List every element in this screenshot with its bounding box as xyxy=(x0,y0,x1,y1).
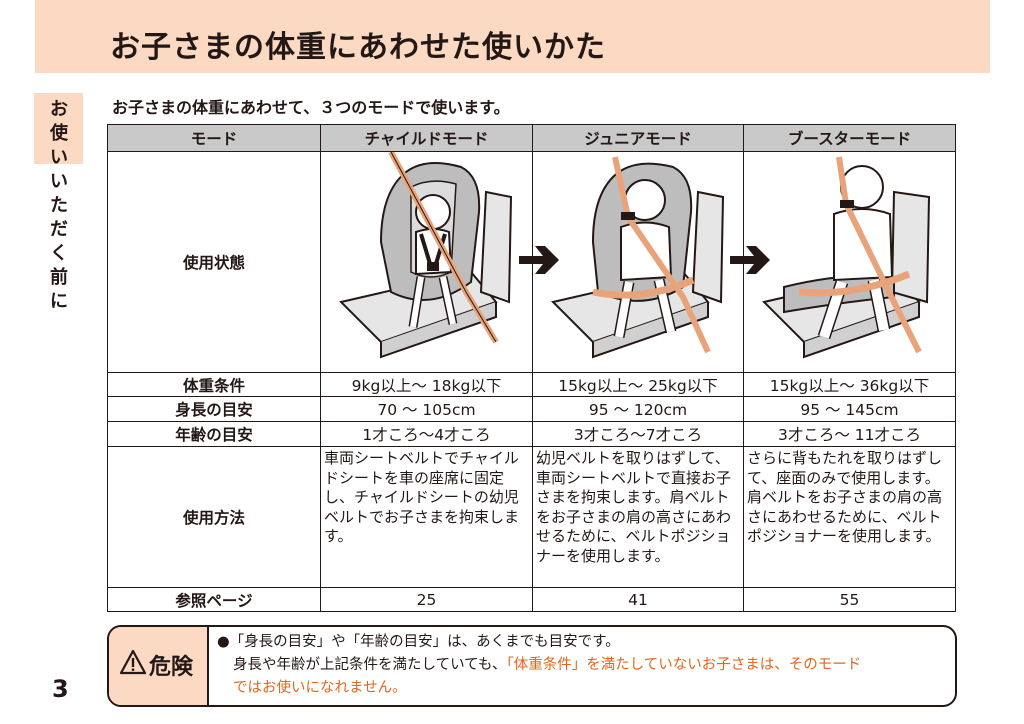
ref-page-child: 25 xyxy=(320,587,533,612)
page-number: 3 xyxy=(52,675,69,703)
danger-text: ●「身長の目安」や「年齢の目安」は、あくまでも目安です。 身長や年齢が上記条件を… xyxy=(217,631,947,700)
danger-line-2: 身長や年齢が上記条件を満たしていても、「体重条件」を満たしていないお子さまは、そ… xyxy=(217,654,947,677)
row-label-usage-state: 使用状態 xyxy=(107,151,321,373)
mode-table: モード チャイルドモード ジュニアモード ブースターモード 使用状態 xyxy=(107,124,956,612)
table-row-usage-state: 使用状態 xyxy=(107,150,956,373)
ref-page-booster: 55 xyxy=(743,587,956,612)
page-title: お子さまの体重にあわせた使いかた xyxy=(110,30,606,65)
method-child: 車両シートベルトでチャイルドシートを車の座席に固定し、チャイルドシートの幼児ベル… xyxy=(320,446,533,588)
danger-line-1: ●「身長の目安」や「年齢の目安」は、あくまでも目安です。 xyxy=(217,634,620,650)
table-row-method: 使用方法 車両シートベルトでチャイルドシートを車の座席に固定し、チャイルドシート… xyxy=(107,446,956,588)
ref-page-junior: 41 xyxy=(532,587,744,612)
header-child-mode: チャイルドモード xyxy=(320,124,533,152)
booster-mode-illustration xyxy=(743,151,956,373)
header-booster-mode: ブースターモード xyxy=(743,124,956,152)
row-label-weight: 体重条件 xyxy=(107,372,321,397)
header-mode: モード xyxy=(107,124,321,152)
danger-label: 危険 xyxy=(149,655,194,680)
age-junior: 3才ころ～7才ころ xyxy=(532,421,744,447)
row-label-age: 年齢の目安 xyxy=(107,421,321,447)
weight-child: 9kg以上～ 18kg以下 xyxy=(320,372,533,397)
arrow-right-icon xyxy=(519,246,559,274)
warning-triangle-icon xyxy=(119,649,147,675)
header-junior-mode: ジュニアモード xyxy=(532,124,744,152)
danger-line-3: ではお使いになれません。 xyxy=(233,680,407,696)
table-row-age: 年齢の目安 1才ころ～4才ころ 3才ころ～7才ころ 3才ころ～ 11才ころ xyxy=(107,421,956,447)
height-booster: 95 ～ 145cm xyxy=(743,396,956,422)
danger-line-2-warning: 「体重条件」を満たしていないお子さまは、そのモード xyxy=(506,657,862,673)
age-booster: 3才ころ～ 11才ころ xyxy=(743,421,956,447)
row-label-height: 身長の目安 xyxy=(107,396,321,422)
method-booster: さらに背もたれを取りはずして、座面のみで使用します。肩ベルトをお子さまの肩の高さ… xyxy=(743,446,956,588)
table-row-ref-page: 参照ページ 25 41 55 xyxy=(107,587,956,612)
arrow-right-icon xyxy=(730,246,770,274)
child-seat-illustration xyxy=(339,150,513,359)
weight-junior: 15kg以上～ 25kg以下 xyxy=(532,372,744,397)
height-junior: 95 ～ 120cm xyxy=(532,396,744,422)
row-label-method: 使用方法 xyxy=(107,446,321,588)
row-label-ref-page: 参照ページ xyxy=(107,587,321,612)
age-child: 1才ころ～4才ころ xyxy=(320,421,533,447)
danger-notice: 危険 ●「身長の目安」や「年齢の目安」は、あくまでも目安です。 身長や年齢が上記… xyxy=(107,625,957,707)
method-junior: 幼児ベルトを取りはずして、車両シートベルトで直接お子さまを拘束します。肩ベルトを… xyxy=(532,446,744,588)
side-tab xyxy=(34,93,83,164)
side-tab-label: お使いいただく前に xyxy=(50,99,68,312)
table-row-height: 身長の目安 70 ～ 105cm 95 ～ 120cm 95 ～ 145cm xyxy=(107,396,956,422)
child-mode-illustration xyxy=(320,150,559,373)
intro-text: お子さまの体重にあわせて、３つのモードで使います。 xyxy=(112,98,510,117)
height-child: 70 ～ 105cm xyxy=(320,396,533,422)
danger-label-panel: 危険 xyxy=(109,627,209,705)
header-band xyxy=(35,0,990,73)
junior-mode-illustration xyxy=(532,151,770,373)
booster-seat-illustration xyxy=(762,156,931,359)
table-header-row: モード チャイルドモード ジュニアモード ブースターモード xyxy=(107,124,956,152)
weight-booster: 15kg以上～ 36kg以下 xyxy=(743,372,956,397)
danger-line-2-normal: 身長や年齢が上記条件を満たしていても、 xyxy=(233,657,507,673)
junior-seat-illustration xyxy=(551,156,725,359)
table-row-weight: 体重条件 9kg以上～ 18kg以下 15kg以上～ 25kg以下 15kg以上… xyxy=(107,372,956,397)
